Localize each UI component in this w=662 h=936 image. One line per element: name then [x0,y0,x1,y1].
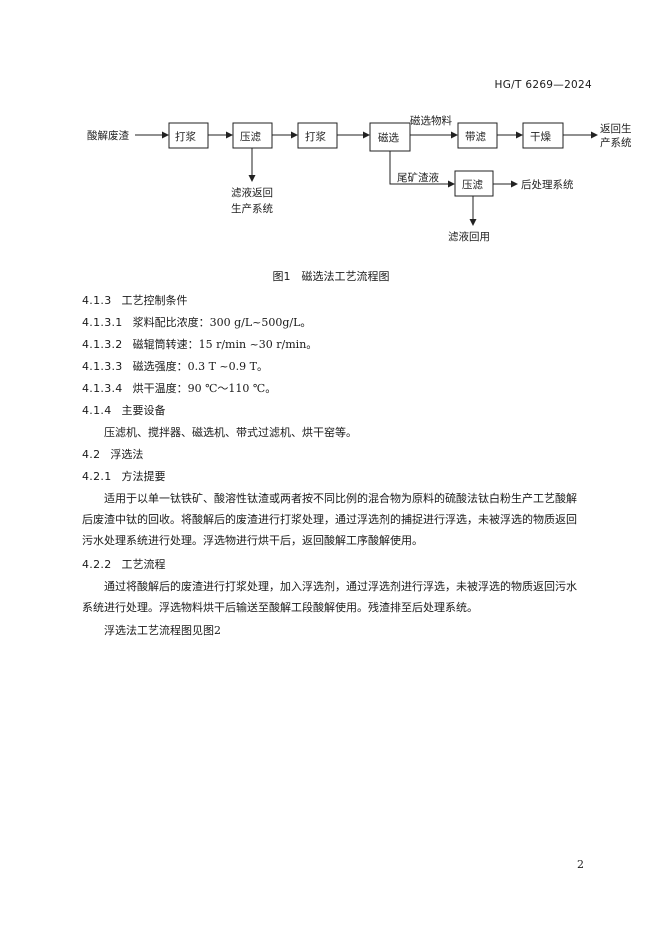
clause-number: 4.1.3.4 [82,382,123,395]
flow-input-label: 酸解废渣 [87,129,129,142]
clause-text: 浆料配比浓度：300 g/L~500g/L。 [132,316,312,329]
section-number: 4.2 [82,448,101,461]
section-title: 浮选法 [110,448,144,461]
page-number: 2 [577,858,584,871]
section-number: 4.2.2 [82,558,112,571]
section-title: 工艺流程 [121,558,166,571]
section-heading: 4.2 浮选法 [82,446,143,462]
clause-number: 4.1.3.1 [82,316,123,329]
post-treatment-label: 后处理系统 [521,178,574,191]
box-slurry-2-label: 打浆 [305,130,326,143]
filtrate-return-label-2: 生产系统 [231,202,273,215]
clause-text: 磁辊筒转速：15 r/min ~30 r/min。 [132,338,318,351]
clause-number: 4.1.3.2 [82,338,123,351]
filtrate-reuse-label: 滤液回用 [448,230,490,243]
clause-text: 磁选强度：0.3 T ~0.9 T。 [132,360,268,373]
clause-item: 4.1.3.1 浆料配比浓度：300 g/L~500g/L。 [82,314,311,330]
section-title: 方法提要 [121,470,166,483]
box-magnetic-label: 磁选 [378,131,399,144]
method-summary-paragraph: 适用于以单一钛铁矿、酸溶性钛渣或两者按不同比例的混合物为原料的硫酸法钛白粉生产工… [82,492,577,547]
section-heading: 4.1.4 主要设备 [82,402,166,418]
clause-item: 4.1.3.3 磁选强度：0.3 T ~0.9 T。 [82,358,268,374]
clause-text: 烘干温度：90 ℃～110 ℃。 [132,382,277,395]
return-production-label-1: 返回生 [600,122,632,135]
box-belt-filter-label: 带滤 [465,130,486,143]
clause-number: 4.1.3.3 [82,360,123,373]
clause-item: 4.1.3.2 磁辊筒转速：15 r/min ~30 r/min。 [82,336,317,352]
equipment-list: 压滤机、搅拌器、磁选机、带式过滤机、烘干窑等。 [104,426,357,439]
tailings-label: 尾矿渣液 [397,171,439,184]
section-heading: 4.2.2 工艺流程 [82,556,166,572]
box-dry-label: 干燥 [530,131,551,143]
clause-item: 4.1.3.4 烘干温度：90 ℃～110 ℃。 [82,380,276,396]
return-production-label-2: 产系统 [600,136,632,149]
box-filter-press-2-label: 压滤 [462,178,483,191]
flow-arrow [389,151,455,188]
filtrate-return-label-1: 滤液返回 [231,186,273,199]
figure-caption: 图1 磁选法工艺流程图 [272,270,390,283]
section-heading: 4.1.3 工艺控制条件 [82,292,188,308]
process-flowchart: 酸解废渣 打浆 压滤 打浆 磁选 带滤 干燥 压滤 滤液返回 生产系统 磁选物料… [87,114,632,243]
process-flow-paragraph: 通过将酸解后的废渣进行打浆处理，加入浮选剂，通过浮选剂进行浮选，未被浮选的物质返… [82,580,577,614]
standard-code: HG/T 6269—2024 [494,79,592,91]
section-number: 4.1.3 [82,294,112,307]
box-filter-press-1-label: 压滤 [240,130,261,143]
section-title: 工艺控制条件 [121,294,188,307]
section-number: 4.2.1 [82,470,112,483]
section-number: 4.1.4 [82,404,112,417]
section-heading: 4.2.1 方法提要 [82,468,166,484]
box-slurry-1-label: 打浆 [175,130,196,143]
magnetic-material-label: 磁选物料 [410,114,452,127]
figure-reference: 浮选法工艺流程图见图2 [104,624,221,637]
section-title: 主要设备 [121,404,166,417]
